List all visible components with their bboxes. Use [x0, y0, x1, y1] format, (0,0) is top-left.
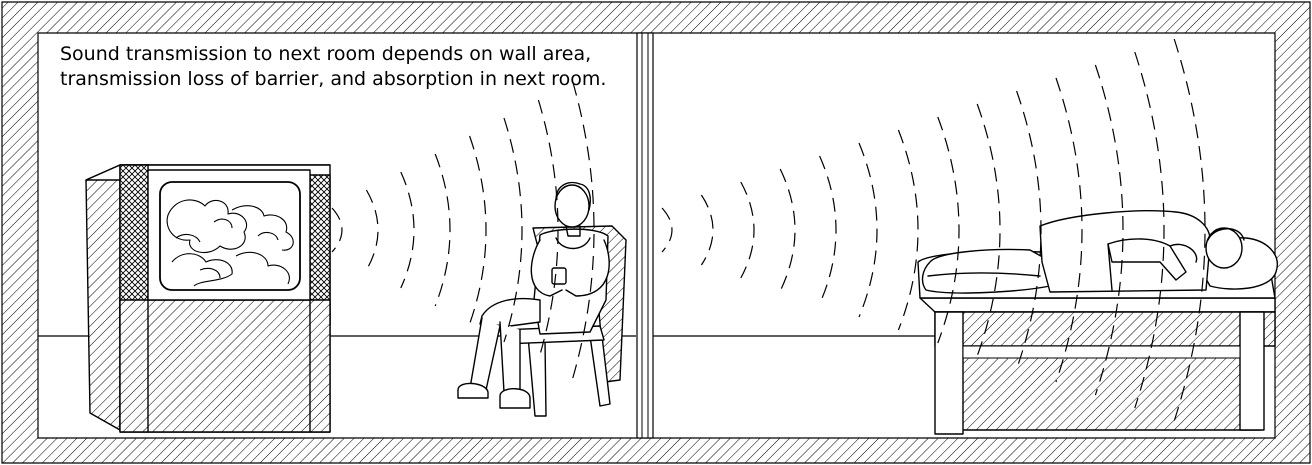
sound-wave-arc	[820, 156, 836, 304]
diagram-caption: Sound transmission to next room depends …	[60, 42, 660, 92]
sound-wave-arc	[859, 143, 877, 317]
sound-wave-arc	[401, 172, 414, 288]
television-icon	[86, 165, 330, 432]
sound-wave-arc	[898, 130, 918, 330]
caption-line-1: Sound transmission to next room depends …	[60, 42, 660, 67]
sound-wave-arc	[662, 208, 672, 252]
sound-wave-arc	[780, 169, 795, 291]
sound-wave-arc	[470, 136, 486, 324]
sleeping-person-icon	[923, 211, 1278, 293]
sound-wave-arc	[332, 208, 342, 252]
partition-wall	[637, 33, 653, 438]
sound-wave-arc	[366, 190, 378, 270]
seated-person-icon	[458, 183, 626, 416]
sound-wave-arc	[741, 182, 754, 278]
caption-line-2: transmission loss of barrier, and absorp…	[60, 67, 660, 92]
sound-wave-arc	[701, 195, 713, 265]
sound-wave-arc	[435, 154, 450, 306]
